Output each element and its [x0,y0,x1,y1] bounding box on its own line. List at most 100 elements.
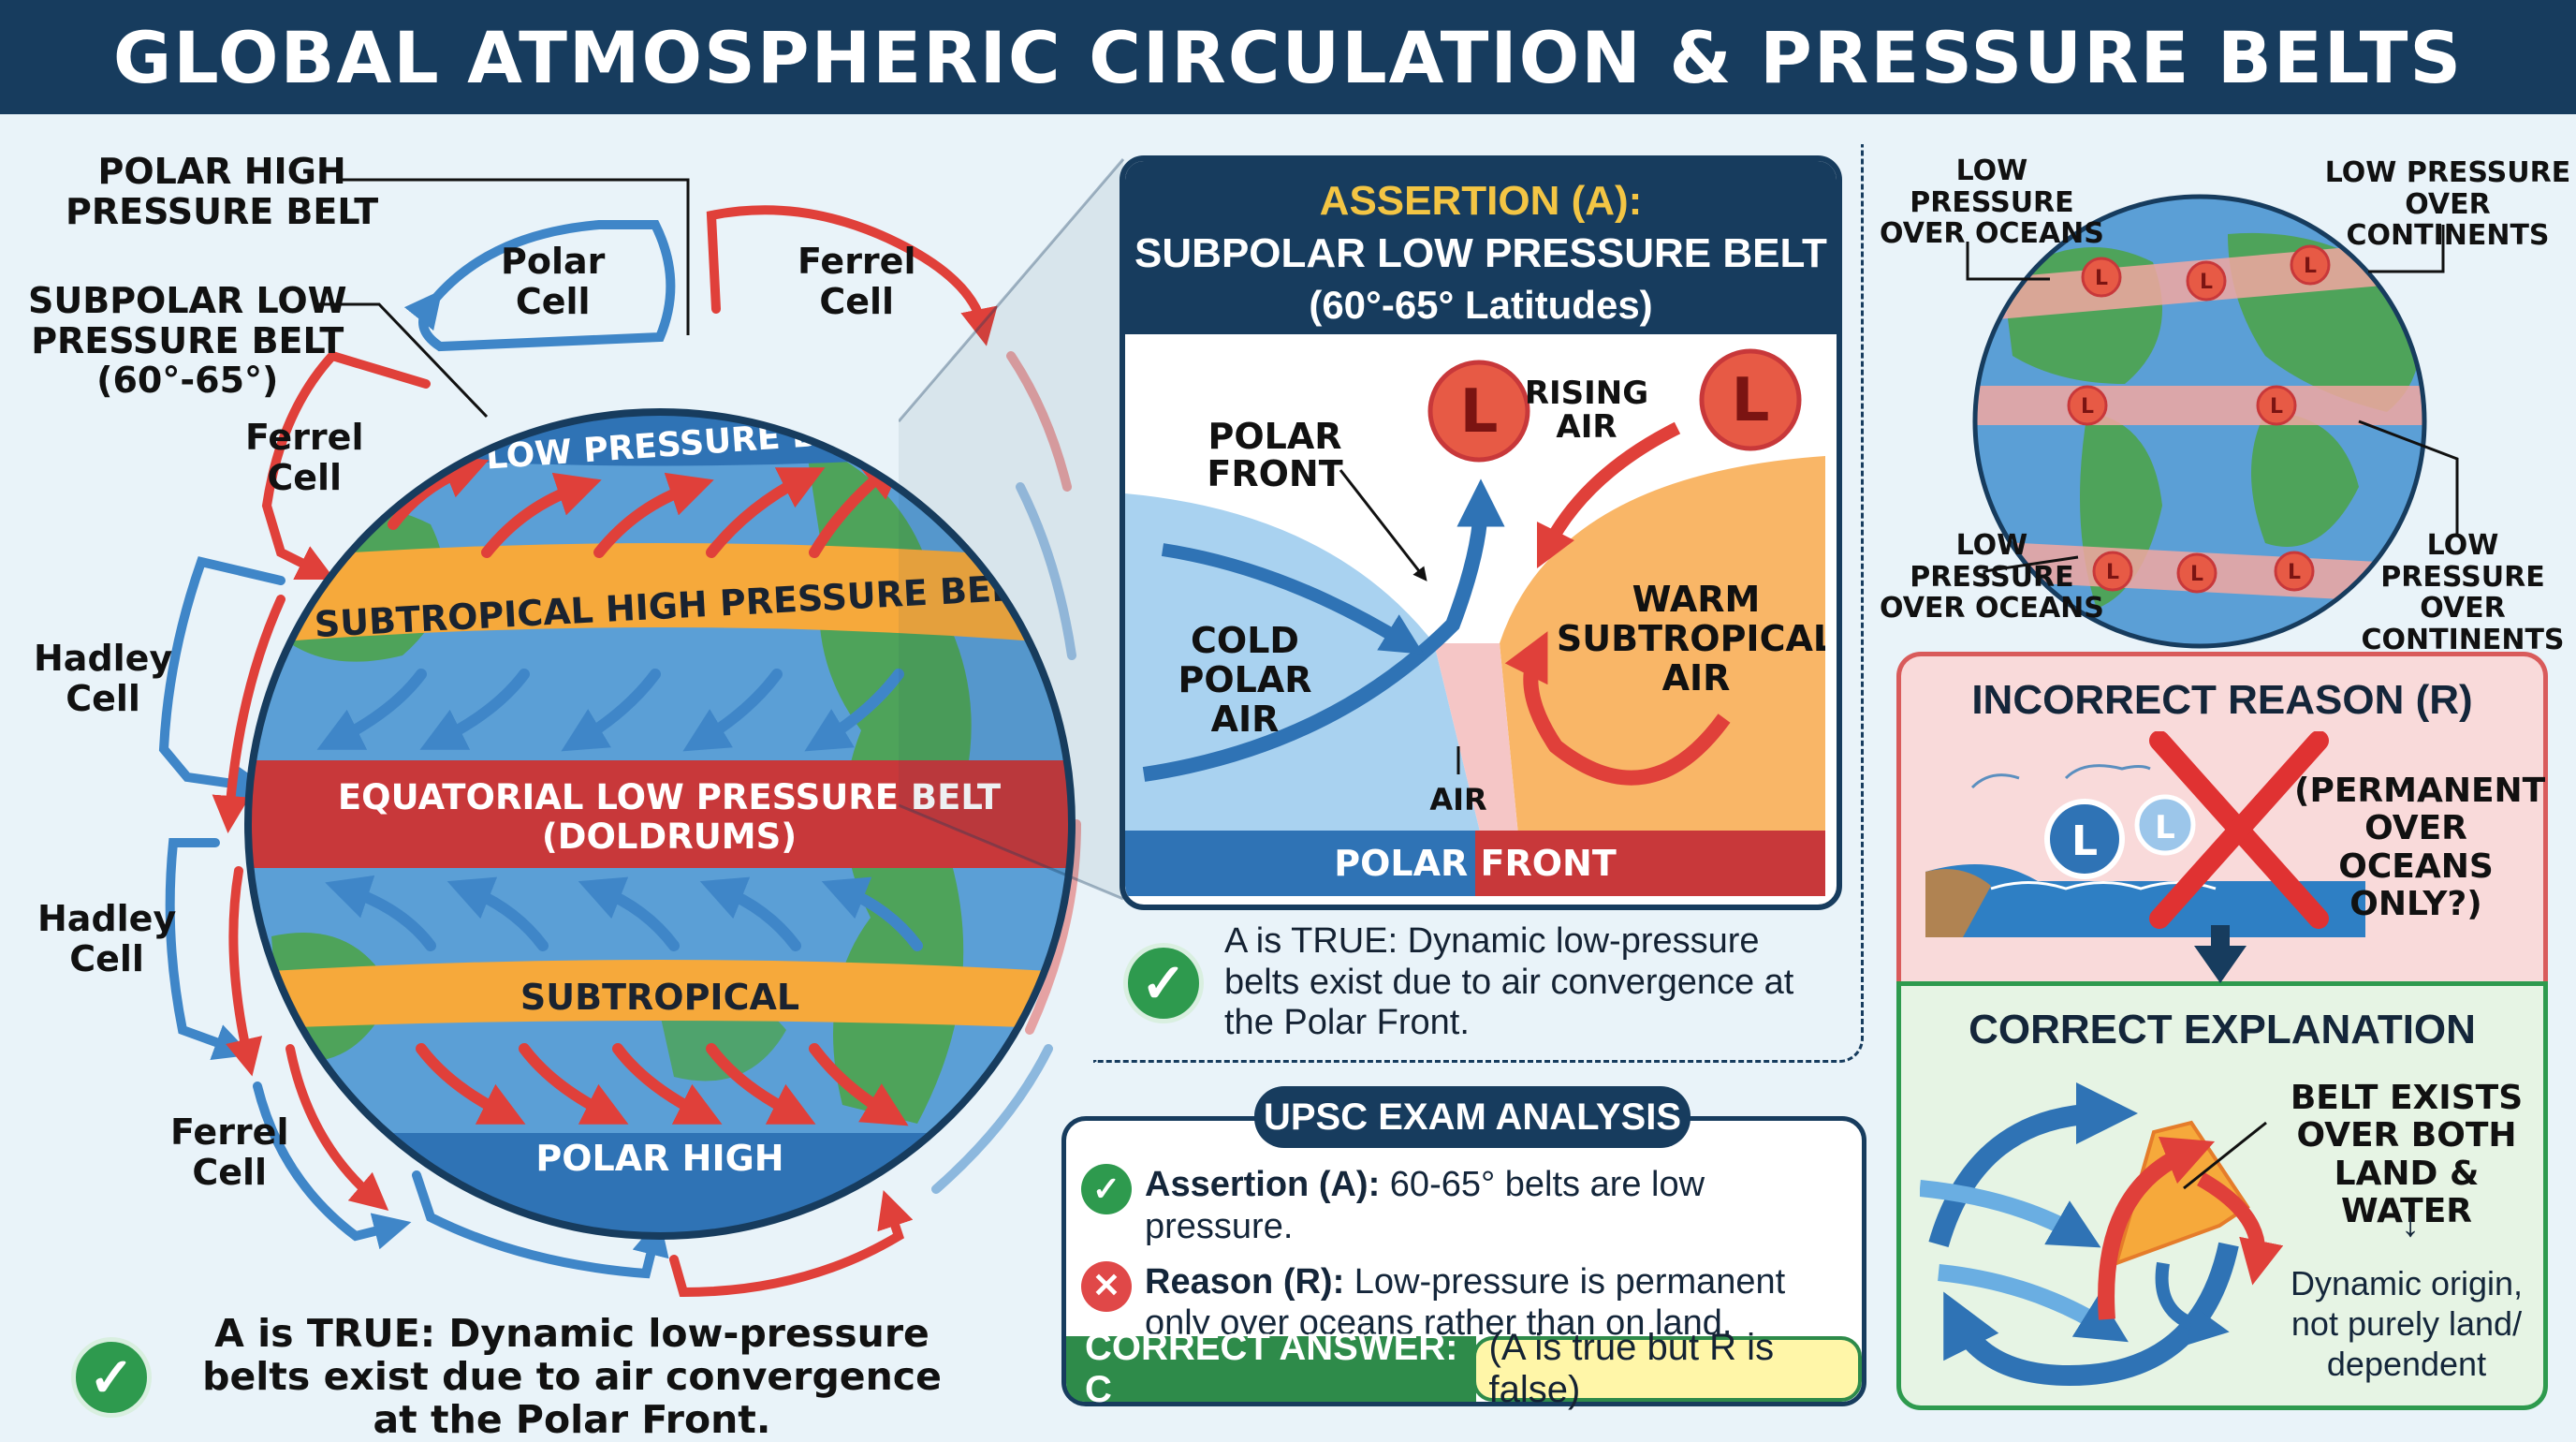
world-globe: L L L L L L L L [1972,194,2427,649]
explanation-belt: BELT EXISTS OVER BOTH LAND & WATER [2290,1079,2524,1230]
check-icon: ✓ [1081,1164,1132,1214]
polar-loop-bottom-red [669,1190,914,1298]
belt-label-subpolar-1: SUBPOLAR [600,386,804,424]
cold-air-label-1: COLD [1191,620,1299,661]
svg-text:L: L [2106,561,2119,584]
air-label: AIR [1429,782,1486,817]
incorrect-reason-panel: INCORRECT REASON (R) L L (PERMANENT OVER… [1896,652,2548,981]
circulation-cells [158,205,1081,1298]
polar-front-label-2: FRONT [1207,453,1342,494]
label-ferrel-cell-bottom: Ferrel Cell [170,1111,289,1193]
reason-title: INCORRECT REASON (R) [1971,677,2473,723]
faded-loop-right-3 [1016,482,1076,660]
cross-icon: ✕ [1081,1260,1132,1312]
warm-air-mass [1500,456,1825,835]
ferrel-loop-bottom-blue [253,1082,412,1250]
svg-text:L: L [2190,563,2203,586]
faded-loop-right-4 [1006,351,1072,492]
assertion-note: ✓ A is TRUE: Dynamic low-pressure belts … [1123,921,1844,1044]
label-low-oceans-top: LOW PRESSURE OVER OCEANS [1880,154,2104,251]
ferrel-loop-bottom-red [285,1044,389,1212]
title-bar: GLOBAL ATMOSPHERIC CIRCULATION & PRESSUR… [0,0,2576,114]
zoom-connector [899,158,1125,901]
reason-text: (PERMANENT OVER OCEANS ONLY?) [2294,772,2546,923]
belt-label-equatorial-1: EQUATORIAL LOW PRESSURE BELT [338,777,1002,817]
globe-diagram: POLAR SUBPOLAR LOW PRESSURE BELT SUBTROP… [158,178,1081,1298]
cold-air-mass [1125,493,1481,835]
upsc-answer: CORRECT ANSWER: C (A is true but R is fa… [1066,1327,1862,1410]
warm-air-arrow [1504,631,1731,786]
warm-air-label-3: AIR [1662,657,1731,699]
upsc-reason-row: ✕ Reason (R): Low-pressure is permanent … [1081,1260,1849,1346]
label-ferrel-cell-top: Ferrel Cell [798,241,916,322]
svg-text:L: L [2288,561,2301,584]
low-pressure-icon-2 [1699,348,1802,451]
hadley-loop-2-blue [165,838,252,1060]
polar-front-bar-right [1475,831,1825,896]
label-ferrel-cell-left: Ferrel Cell [245,417,364,498]
polar-front-pointer [1339,469,1427,581]
correct-explanation-panel: CORRECT EXPLANATION BELT EXISTS OVER BOT… [1896,981,2548,1410]
assertion-subheading: SUBPOLAR LOW PRESSURE BELT [1134,230,1827,276]
rising-air-label-2: AIR [1556,408,1617,446]
svg-text:L: L [2155,809,2175,846]
globe-note: ✓ A is TRUE: Dynamic low-pressure belts … [71,1311,970,1442]
low-pressure-letter-2: L [1732,366,1770,435]
svg-text:L: L [2200,271,2213,294]
ferrel-cell-loop-left-red [261,350,431,580]
globe-note-text: A is TRUE: Dynamic low-pressure belts ex… [202,1311,942,1442]
answer-label: CORRECT ANSWER: C [1066,1327,1476,1410]
check-icon: ✓ [1123,942,1204,1023]
upsc-title: UPSC EXAM ANALYSIS [1254,1086,1690,1148]
assertion-note-text: A is TRUE: Dynamic low-pressure belts ex… [1224,921,1794,1043]
page-title: GLOBAL ATMOSPHERIC CIRCULATION & PRESSUR… [112,15,2464,99]
polar-front-bottom-label: POLAR FRONT [1334,843,1617,884]
label-polar-high-belt: POLAR HIGH PRESSURE BELT [66,151,379,232]
svg-text:L: L [2071,817,2098,865]
front-zone [1434,643,1518,835]
label-subpolar-low-belt: SUBPOLAR LOW PRESSURE BELT (60°-65°) [28,280,347,402]
cold-air-arrow [1161,543,1425,655]
explanation-illustration [1920,1082,2284,1387]
low-pressure-icon-reason-2 [2134,794,2196,856]
label-polar-cell: Polar Cell [501,241,606,322]
svg-text:L: L [2304,255,2317,278]
hadley-loop-1-blue [158,556,285,802]
rising-air-label-1: RISING [1525,375,1648,412]
transition-arrow-icon [2194,946,2247,983]
svg-text:L: L [2081,395,2094,419]
belt-label-polar-high: POLAR HIGH [535,1138,783,1179]
globe-outline [244,408,1076,1240]
low-pressure-icon-1 [1427,360,1530,463]
descending-arrow [1536,421,1681,569]
assertion-latitudes: (60°-65° Latitudes) [1309,283,1653,327]
world-low-markers [2067,244,2331,594]
check-icon: ✓ [71,1336,152,1418]
rising-air-arrow [1142,478,1505,782]
low-pressure-letter-1: L [1460,377,1499,447]
cold-air-label-3: AIR [1211,699,1280,740]
low-pressure-icon-reason-1 [2044,799,2125,879]
polar-front-label-1: POLAR [1208,416,1341,457]
svg-text:L: L [2270,395,2283,419]
assertion-heading: ASSERTION (A): [1319,178,1643,224]
label-hadley-cell-2: Hadley Cell [37,898,177,979]
world-leaders [1966,225,2459,581]
label-low-continents-top: LOW PRESSURE OVER CONTINENTS [2324,156,2571,253]
polar-loop-bottom-blue [412,1170,669,1279]
dashed-frame [1093,144,1864,1063]
front-diagram: L L POLAR FRONT RISING AIR COLD POLAR AI… [1125,334,1825,896]
cold-air-label-2: POLAR [1178,659,1311,700]
assertion-panel: ASSERTION (A): SUBPOLAR LOW PRESSURE BEL… [1120,155,1842,910]
upsc-panel: ✓ Assertion (A): 60-65° belts are low pr… [1061,1116,1866,1410]
warm-air-label-2: SUBTROPICAL [1557,618,1825,659]
subpolar-low-leader [318,302,489,419]
svg-text:L: L [2095,267,2108,290]
explanation-origin: Dynamic origin, not purely land/ depende… [2290,1264,2524,1384]
upsc-list: ✓ Assertion (A): 60-65° belts are low pr… [1081,1164,1849,1345]
belt-label-polar: POLAR [624,343,752,381]
reason-illustration: L L [1925,731,2365,937]
hadley-loop-1-red [212,595,285,833]
faded-loop-right-1 [931,1044,1053,1194]
